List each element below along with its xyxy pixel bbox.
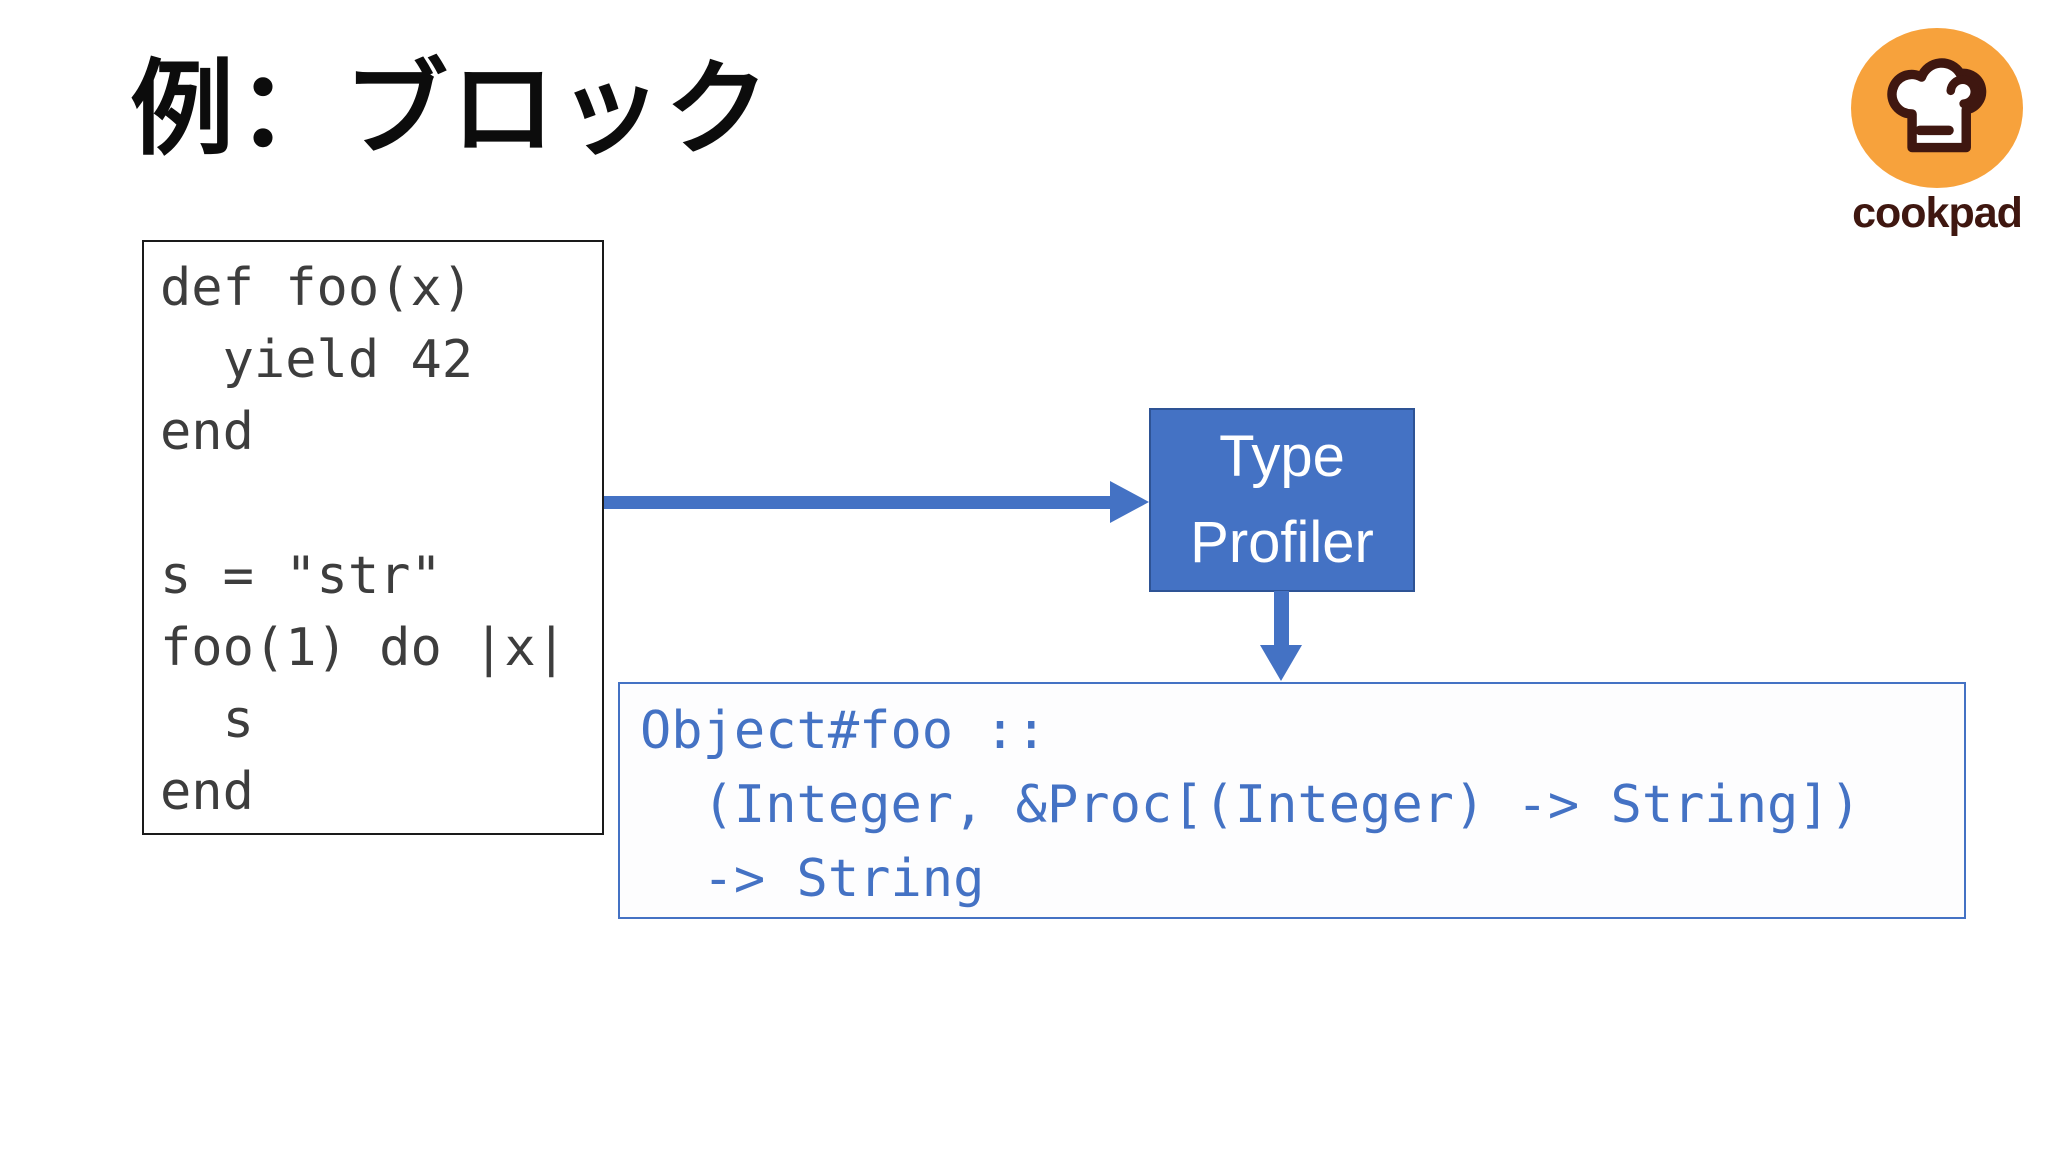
code-line: s bbox=[160, 690, 254, 750]
source-code-box: def foo(x) yield 42 end s = "str" foo(1)… bbox=[142, 240, 604, 835]
code-line: end bbox=[160, 402, 254, 462]
code-line: def foo(x) bbox=[160, 258, 474, 318]
type-profiler-label-line1: Type bbox=[1219, 424, 1345, 489]
type-signature-box: Object#foo :: (Integer, &Proc[(Integer) … bbox=[618, 682, 1966, 919]
type-signature-line: -> String bbox=[640, 849, 985, 909]
down-arrow-shaft bbox=[1274, 591, 1289, 645]
type-profiler-label-line2: Profiler bbox=[1190, 510, 1374, 575]
page-title: 例：ブロック bbox=[130, 52, 773, 168]
code-line: foo(1) do |x| bbox=[160, 618, 567, 678]
type-signature-line: Object#foo :: bbox=[640, 701, 1047, 761]
type-profiler-box: Type Profiler bbox=[1149, 408, 1415, 592]
cookpad-logo: cookpad bbox=[1851, 28, 2023, 238]
down-arrow-head-icon bbox=[1260, 645, 1302, 681]
code-line: end bbox=[160, 762, 254, 822]
type-signature-line: (Integer, &Proc[(Integer) -> String]) bbox=[640, 775, 1861, 835]
code-line: yield 42 bbox=[160, 330, 474, 390]
right-arrow-head-icon bbox=[1110, 481, 1149, 523]
chef-hat-icon bbox=[1851, 28, 2023, 188]
code-line bbox=[160, 468, 602, 540]
cookpad-wordmark: cookpad bbox=[1852, 189, 2023, 237]
code-line: s = "str" bbox=[160, 546, 442, 606]
right-arrow-shaft bbox=[604, 496, 1112, 509]
